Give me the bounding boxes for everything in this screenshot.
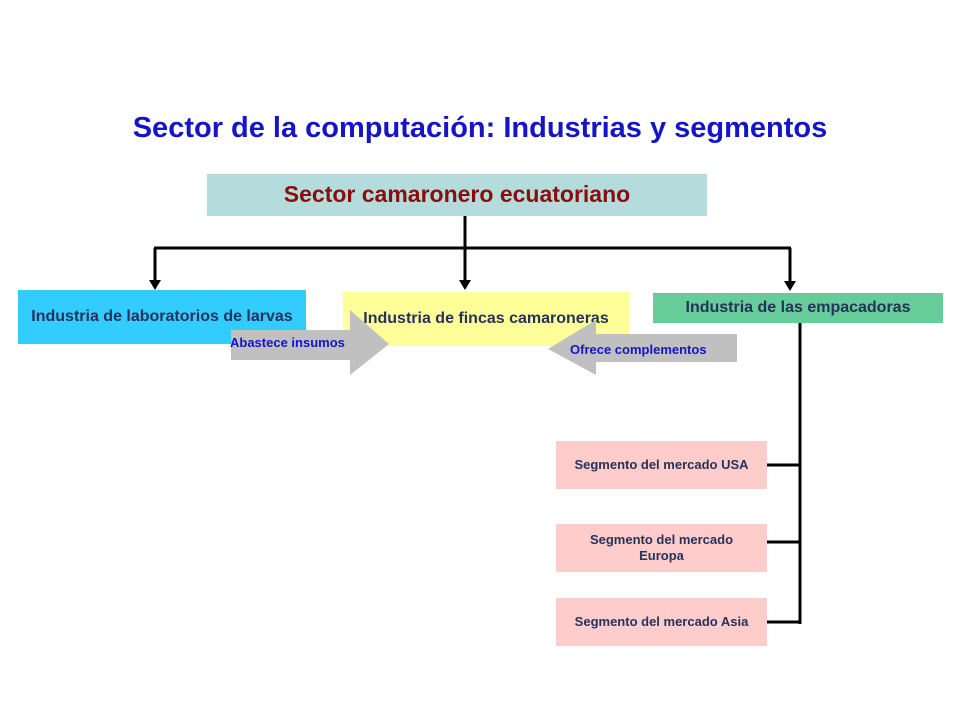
slide-title: Sector de la computación: Industrias y s… [132,112,828,144]
segment-europa-box: Segmento del mercado Europa [556,524,767,572]
segment-usa-box: Segmento del mercado USA [556,441,767,489]
abastece-label: Abastece insumos [230,335,345,350]
sector-box: Sector camaronero ecuatoriano [207,174,707,216]
abastece-arrow-icon [231,310,389,375]
sector-connectors [153,216,792,283]
segment-asia-box: Segmento del mercado Asia [556,598,767,646]
ofrece-arrow-icon [548,320,737,375]
connector-arrowheads [149,280,796,291]
industry-laboratorios-box: Industria de laboratorios de larvas [18,290,306,344]
segment-connectors [767,323,802,624]
industry-empacadoras-box: Industria de las empacadoras [653,293,943,323]
ofrece-label: Ofrece complementos [570,342,707,357]
